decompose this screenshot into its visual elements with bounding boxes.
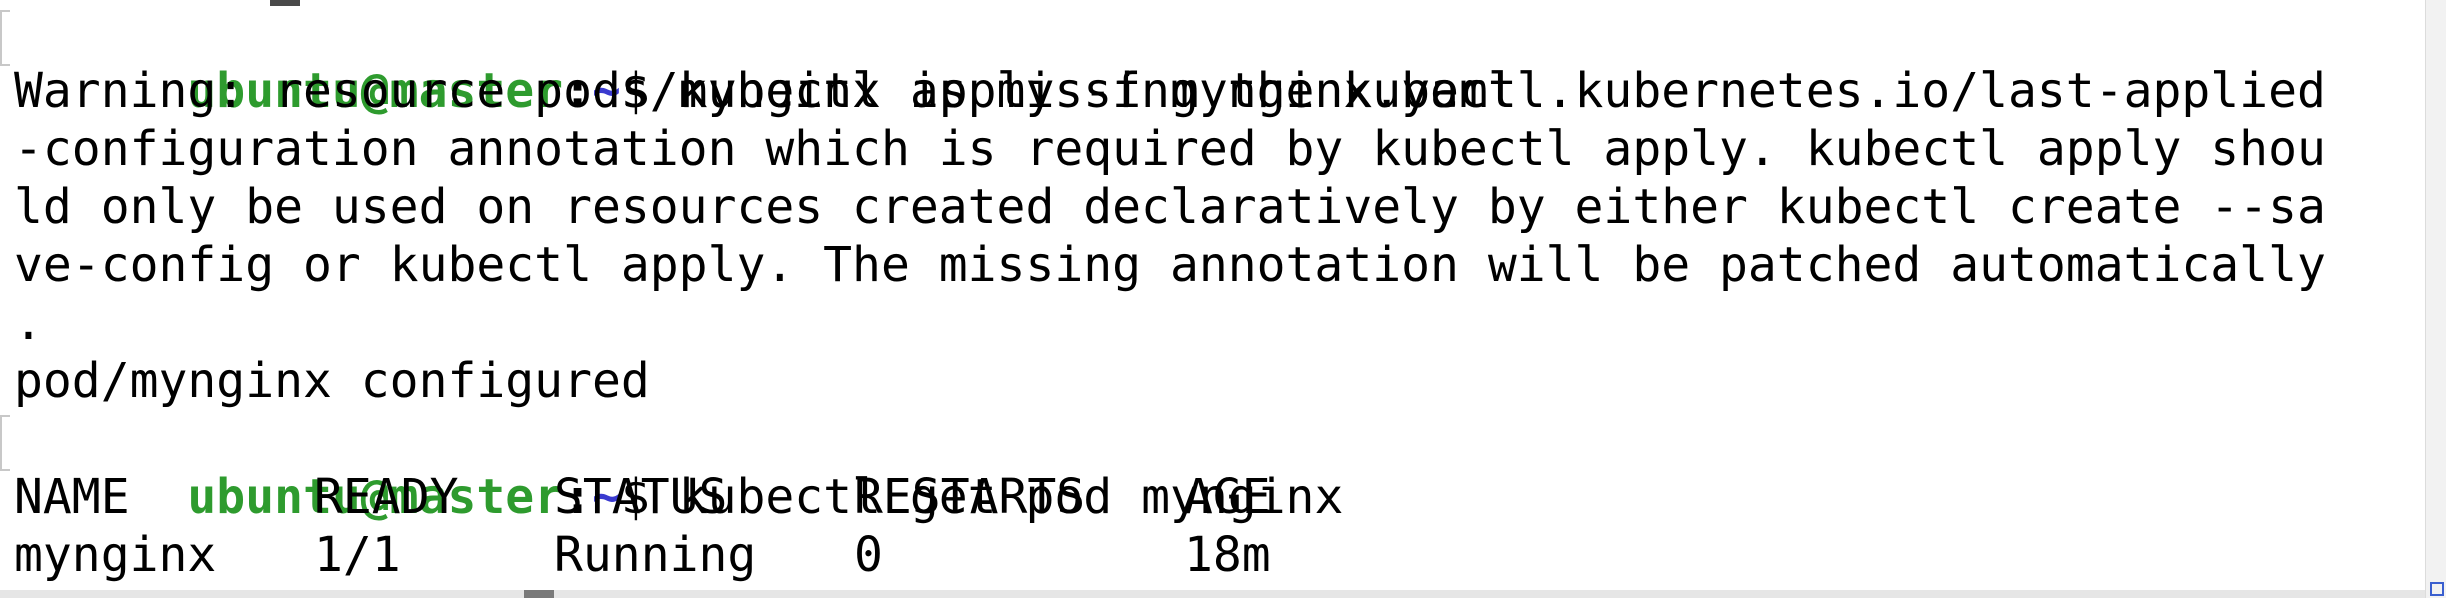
- table-cell: mynginx: [14, 527, 217, 583]
- prompt-separator: :: [563, 63, 592, 119]
- prompt-path: ~: [591, 469, 621, 525]
- table-header: RESTARTS: [854, 469, 1086, 525]
- table-header: NAME: [14, 469, 130, 525]
- table-header-row: NAME READY STATUS RESTARTS AGE: [14, 468, 2422, 526]
- warning-line: Warning: resource pods/mynginx is missin…: [14, 63, 2326, 119]
- result-line: pod/mynginx configured: [14, 353, 650, 409]
- prompt-dollar: $: [620, 469, 679, 525]
- command-mark: [0, 415, 10, 471]
- table-row: mynginx 1/1 Running 0 18m: [14, 526, 2422, 584]
- prompt-dollar: $: [620, 63, 679, 119]
- table-header: STATUS: [554, 469, 728, 525]
- command-line-apply: ubuntu@master:~$ kubectl apply -f myngin…: [14, 4, 2422, 119]
- warning-line: ve-config or kubectl apply. The missing …: [14, 237, 2326, 293]
- table-header: AGE: [1184, 469, 1271, 525]
- resize-icon[interactable]: [2430, 582, 2444, 596]
- table-header: READY: [314, 469, 459, 525]
- warning-line: .: [14, 295, 43, 351]
- command-text: kubectl apply -f mynginx.yaml: [678, 63, 1517, 119]
- warning-line: ld only be used on resources created dec…: [14, 179, 2326, 235]
- table-cell: Running: [554, 527, 757, 583]
- prompt-user: ubuntu@master: [187, 469, 564, 525]
- command-text: kubectl get pod mynginx: [678, 469, 1344, 525]
- table-cell: 1/1: [314, 527, 401, 583]
- command-line-get: ubuntu@master:~$ kubectl get pod mynginx: [14, 410, 2422, 525]
- table-cell: 0: [854, 527, 883, 583]
- vertical-scrollbar[interactable]: [2425, 0, 2446, 598]
- command-mark: [0, 10, 10, 66]
- table-cell: 18m: [1184, 527, 1271, 583]
- prompt-separator: :: [563, 469, 592, 525]
- prompt-path: ~: [591, 63, 621, 119]
- scrollbar-thumb[interactable]: [524, 590, 554, 598]
- horizontal-scrollbar[interactable]: [0, 590, 2426, 598]
- scrollback-cursor-mark: [270, 0, 300, 6]
- warning-line: -configuration annotation which is requi…: [14, 121, 2326, 177]
- terminal-output: ubuntu@master:~$ kubectl apply -f myngin…: [14, 4, 2422, 584]
- prompt-user: ubuntu@master: [187, 63, 564, 119]
